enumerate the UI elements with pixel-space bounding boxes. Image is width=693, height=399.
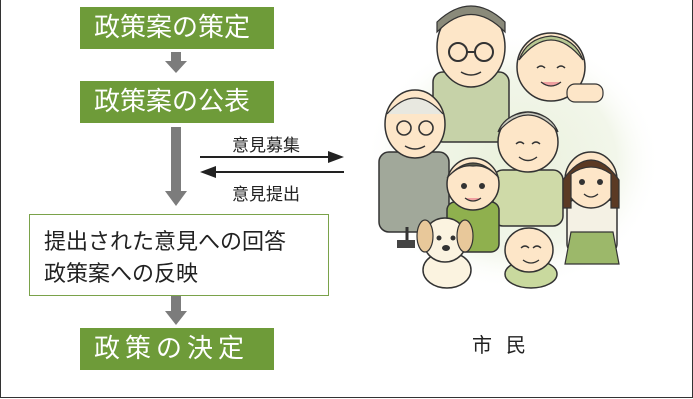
citizens-label: 市民 bbox=[472, 333, 540, 357]
old-man-figure bbox=[378, 89, 450, 248]
response-box: 提出された意見への回答 政策案への反映 bbox=[29, 214, 329, 296]
girl-figure bbox=[562, 151, 620, 265]
step-policy-publish: 政策案の公表 bbox=[80, 81, 274, 123]
arrow-from-citizens bbox=[200, 166, 344, 178]
arrow-to-citizens bbox=[200, 151, 344, 163]
dog-figure bbox=[416, 217, 474, 289]
baby-figure bbox=[504, 227, 558, 289]
man-glasses-figure bbox=[432, 5, 510, 143]
step-policy-decision: 政策の決定 bbox=[80, 328, 274, 370]
down-arrow-2 bbox=[165, 127, 187, 206]
step-policy-draft: 政策案の策定 bbox=[80, 7, 274, 49]
label-opinion-submit: 意見提出 bbox=[232, 185, 300, 205]
down-arrow-3 bbox=[165, 296, 187, 325]
citizens-illustration bbox=[365, 5, 661, 290]
response-line-1: 提出された意見への回答 bbox=[44, 230, 287, 255]
response-line-2: 政策案への反映 bbox=[44, 262, 199, 287]
woman-smiling-figure bbox=[516, 32, 604, 103]
down-arrow-1 bbox=[165, 52, 187, 73]
label-opinion-recruit: 意見募集 bbox=[232, 136, 300, 156]
